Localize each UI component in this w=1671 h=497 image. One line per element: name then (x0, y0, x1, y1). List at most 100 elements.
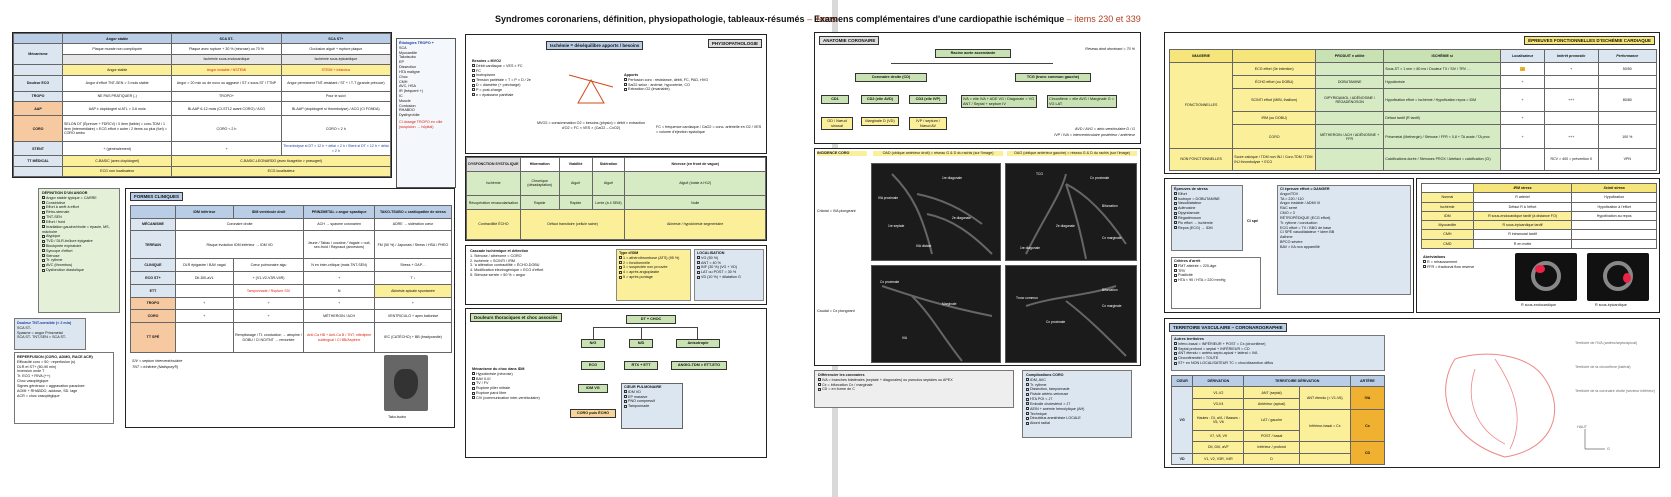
row-label: Normal (1421, 192, 1474, 203)
list-item: P = post-charge (472, 88, 567, 93)
list-item: Cx = bifurcation Cx / marginale (818, 383, 1012, 388)
cell: ECG effort (3e intention) (1232, 62, 1317, 76)
cell (1315, 62, 1385, 76)
list-item: INF (30 %) (VG + VD) (697, 265, 763, 270)
list-item: CIV (communication inter-ventriculaire) (472, 396, 557, 401)
epreuves-title: ÉPREUVES FONCTIONNELLES D'ISCHÉMIE CARDI… (1524, 36, 1655, 45)
checkbox-icon (1174, 201, 1177, 205)
list-item: Hypokinésie (nécrose) (472, 372, 557, 377)
territoire-box: TERRITOIRE VASCULAIRE – CORONAROGRAPHIE … (1164, 318, 1660, 468)
list-item: EP massive (624, 395, 684, 400)
list-item: Takotsubo (399, 55, 416, 60)
list-item: RAC serré (1280, 206, 1298, 211)
territoire-cd-label: Territoire de la coronaire droite (secte… (1575, 389, 1655, 393)
list-item: HTA POI < J7 (1026, 397, 1130, 402)
list-item: Embolie cholestérol > J7 (1026, 402, 1130, 407)
col-header: DÉRIVATION (1192, 374, 1245, 388)
list-item: Vasodilatateur (1174, 201, 1242, 206)
mech-title: Mécanisme du choc dans IDM (472, 367, 525, 371)
list-item: R = rehaussement (1423, 260, 1503, 265)
cell (174, 322, 234, 353)
mri-subendocardial (1515, 253, 1577, 301)
cell: R sous-endocardique tardif (à distance F… (1472, 210, 1573, 222)
row-label: VD (1170, 452, 1194, 466)
cell (1315, 148, 1385, 171)
checkbox-icon (472, 377, 475, 381)
checkbox-icon (42, 244, 45, 248)
checkbox-icon (1026, 416, 1029, 420)
angio-oad-cranial: 1re diagonale IVA proximale 2e diagonale… (871, 163, 1001, 261)
checkbox-icon (1174, 269, 1177, 273)
list-item: SCA ST- TNT-SEN = SCA ST- (17, 335, 67, 340)
cell: + (174, 296, 234, 311)
checkbox-icon (624, 395, 627, 399)
col-header: Performance (1597, 49, 1658, 63)
angio-label: Marginale (942, 302, 957, 306)
checkbox-icon (42, 210, 45, 214)
checkbox-icon (697, 270, 700, 274)
list-item: IC (399, 93, 403, 98)
cell: R artériel (1472, 192, 1573, 203)
checkbox-icon (1174, 361, 1177, 365)
checkbox-icon (624, 83, 627, 87)
cell: Remplissage / Tt. conduction → atropine … (232, 322, 305, 353)
footnote-siv: SIV = septum interventriculaire (132, 359, 183, 363)
cell: Aiguë (558, 170, 593, 197)
list-item: FC (472, 69, 567, 74)
checkbox-icon (624, 390, 627, 394)
etiologies-title: Étiologies TROPO + (399, 41, 434, 45)
list-item: IR (fréquent +) (399, 89, 423, 94)
flow-nd: N/D (629, 339, 653, 348)
cell: Sous-ST > 1 mm > 80 ms / Douleur TX / SI… (1383, 62, 1502, 76)
row-label: TERRAIN (130, 230, 176, 260)
cell (1571, 238, 1657, 250)
cell: Occlusion aiguë + rupture plaque (280, 43, 391, 55)
list-item: FFR = fractional flow reserve (1423, 265, 1503, 270)
angio-label: Bifurcation (1102, 204, 1118, 208)
list-item: Asthme (1280, 235, 1293, 240)
cell: +++ (1543, 124, 1599, 149)
checkbox-icon (1026, 421, 1029, 425)
col-header: Hibernation (519, 157, 560, 172)
cd3: CD3 (elle IVP) (909, 95, 947, 104)
list-item: IDM, AVC (1026, 378, 1130, 383)
list-item: Effort (1174, 192, 1242, 197)
checkbox-icon (1423, 260, 1426, 264)
besoins-list: Besoins = MVO2 Débit cardiaque = VES × F… (472, 59, 567, 98)
checkbox-icon (818, 383, 821, 387)
anatomie-title: ANATOMIE CORONAIRE (819, 36, 880, 45)
douleurs-title: Douleurs thoraciques et choc associés (470, 313, 562, 322)
cell: Thrombolyse si DT > 12 h + délai > 2 h /… (280, 141, 391, 157)
cell: DOBUTAMINE (1315, 75, 1385, 89)
cell: Plaque avec rupture + 30 % (nécrose) ou … (171, 43, 282, 55)
cell: Akinésie apicale spontanée (373, 283, 453, 298)
list-item: CI SPÉ vasodilatateur + idem BB (1280, 230, 1335, 235)
angio-label: Bifurcation (1102, 288, 1118, 292)
tree-connector (891, 63, 1053, 64)
list-item: Irradiation gauche/droite = épaule, MS, … (42, 224, 110, 234)
list-item: RHABDO (399, 108, 415, 113)
col-header (1421, 182, 1474, 194)
angio-label: Cx proximale (1046, 320, 1066, 324)
cell: Hautes : DI, aVL / Basses : V5, V6 (1192, 409, 1245, 431)
formes-title: FORMES CLINIQUES (130, 192, 184, 201)
autres-title: Autres territoires (1174, 337, 1204, 341)
ischemie-label: Ischémie = déséquilibre apports / besoin… (546, 41, 644, 50)
angio-label: Cx proximale (880, 280, 900, 284)
list-item: Effort / froid (42, 220, 118, 225)
cell: ANT étendu (= V1-V6) (1298, 386, 1351, 411)
dysfonction-title: DYSFONCTION SYSTOLIQUE (466, 157, 521, 172)
row-label: Récupération revascularisation (466, 195, 521, 210)
cell: SCINTI effort (MIBI, thallium) (1232, 87, 1317, 113)
list-item: Rupture paroi libre (472, 391, 557, 396)
list-item: TVD / DLR-brûlure épigastre (42, 239, 118, 244)
cell: NE PAS PRATIQUER (-) (61, 90, 173, 103)
checkbox-icon (42, 239, 45, 243)
cell (1597, 111, 1658, 126)
besoins-title: Besoins = MVO2 (472, 59, 501, 63)
checkbox-icon (42, 258, 45, 262)
